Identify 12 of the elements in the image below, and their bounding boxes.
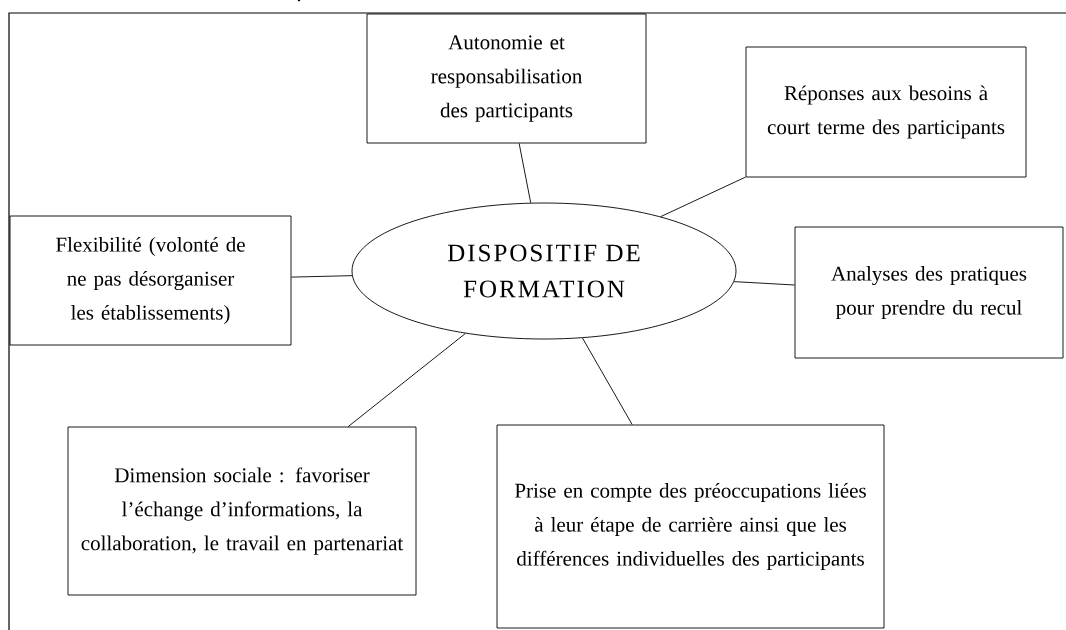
connector-line — [660, 176, 746, 218]
connector-line — [733, 281, 795, 286]
connector-line — [291, 275, 353, 278]
connector-line — [582, 337, 633, 425]
text-box: Prise en compte des préoccupations liées à leur étape de carrière ainsi que les différences individuelles des participants — [496, 424, 885, 629]
connector-line — [518, 143, 532, 204]
text-box: Analyses des pratiques pour prendre du recul — [794, 226, 1064, 359]
text-box: Autonomie et responsabilisation des participants — [366, 13, 647, 144]
connector-line — [347, 333, 466, 427]
text-box: Flexibilité (volonté de ne pas désorganiser les établissements) — [9, 215, 292, 346]
text-box: Dimension sociale : favoriser l’échange d’informations, la collaboration, le travail en partenariat — [67, 426, 417, 596]
text-box: Réponses aux besoins à court terme des participants — [745, 46, 1027, 178]
